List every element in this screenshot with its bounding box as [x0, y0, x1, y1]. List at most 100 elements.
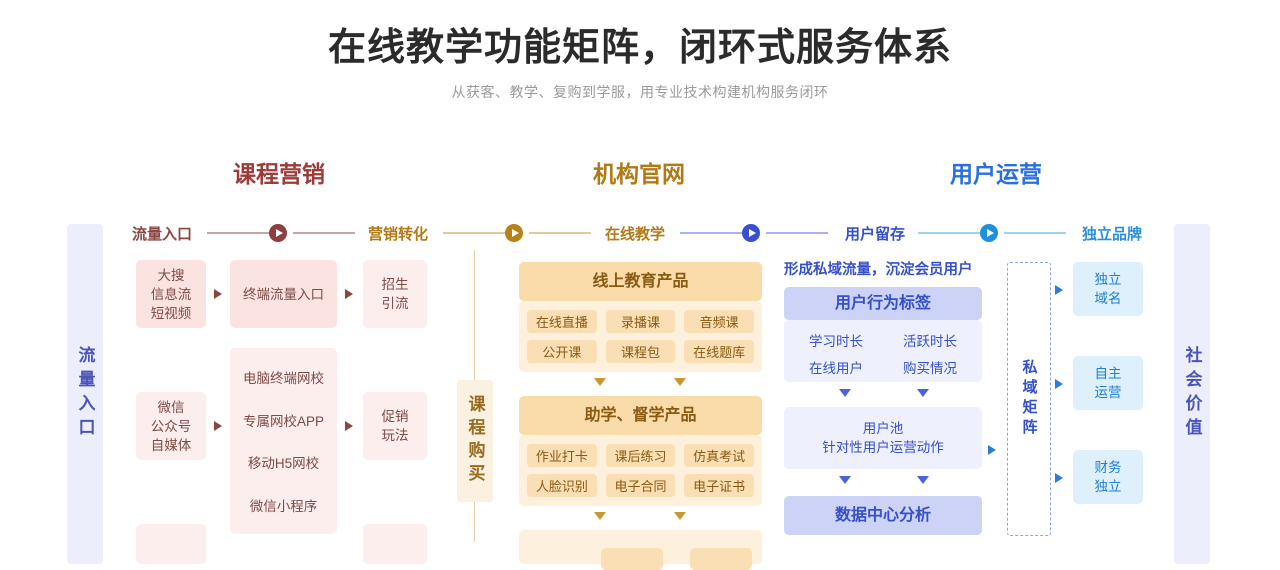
- channel-bottom-line-2: 公众号: [150, 418, 192, 434]
- flow-rail-4b: [1004, 232, 1066, 234]
- user-pool-subtitle: 针对性用户运营动作: [822, 440, 944, 455]
- page-subtitle: 从获客、教学、复购到学服，用专业技术构建机构服务闭环: [451, 84, 829, 100]
- arrow-right-icon-4: [345, 421, 353, 431]
- arrow-right-icon-2: [345, 289, 353, 299]
- chip-audio[interactable]: 音频课: [684, 310, 754, 333]
- chip-e-contract[interactable]: 电子合同: [605, 474, 676, 497]
- tag-group-behavior: 学习时长 活跃时长 在线用户 购买情况: [792, 329, 974, 378]
- chip-e-certificate[interactable]: 电子证书: [684, 474, 754, 497]
- arrow-right-icon-matrix: [988, 445, 996, 455]
- flow-node-icon-4: [980, 224, 998, 242]
- stage-header-website: 机构官网: [593, 161, 685, 187]
- flow-step-independent-brand: 独立品牌: [1082, 226, 1143, 243]
- flow-node-icon-1: [269, 224, 287, 242]
- card-data-center[interactable]: 数据中心分析: [784, 496, 982, 535]
- stage-header-marketing: 课程营销: [233, 161, 325, 187]
- card-behavior-tags-body: [784, 320, 982, 382]
- infographic-page: 在线教学功能矩阵，闭环式服务体系 从获客、教学、复购到学服，用专业技术构建机构服…: [67, 27, 1210, 570]
- enrollment-line-1: 招生: [381, 277, 409, 292]
- channel-bottom-line-3: 自媒体: [150, 437, 192, 453]
- chip-question-bank[interactable]: 在线题库: [684, 340, 754, 363]
- tag-study-duration[interactable]: 学习时长: [809, 334, 863, 349]
- flow-step-marketing-conversion: 营销转化: [368, 226, 429, 243]
- side-column-social-value: 社会价值: [1174, 224, 1210, 564]
- card-brand-operation[interactable]: 自主 运营: [1073, 356, 1143, 410]
- terminal-list-item-2: 专属网校APP: [242, 413, 324, 429]
- flow-step-user-retention: 用户留存: [845, 226, 906, 243]
- page-title: 在线教学功能矩阵，闭环式服务体系: [327, 27, 952, 69]
- chevron-down-icon-6: [917, 389, 929, 397]
- flow-node-icon-3: [742, 224, 760, 242]
- chip-extra-1[interactable]: [601, 548, 663, 570]
- terminal-list-item-1: 电脑终端网校: [243, 371, 324, 387]
- card-enrollment[interactable]: 招生 引流: [363, 260, 427, 328]
- card-channel-top[interactable]: 大搜 信息流 短视频: [136, 260, 206, 328]
- chevron-down-icon-1: [594, 378, 606, 386]
- channel-bottom-line-1: 微信: [157, 399, 185, 415]
- chevron-down-icon-3: [594, 512, 606, 520]
- dashed-box-private-domain-matrix: 私域矩阵: [1007, 262, 1051, 536]
- flow-node-icon-2: [505, 224, 523, 242]
- chevron-down-icon-8: [917, 476, 929, 484]
- flow-step-online-teaching: 在线教学: [605, 226, 666, 243]
- chip-extra-2[interactable]: [690, 548, 752, 570]
- chip-group-tutoring: 作业打卡 课后练习 仿真考试 人脸识别 电子合同 电子证书: [527, 444, 754, 497]
- operation-caption: 形成私域流量，沉淀会员用户: [784, 262, 973, 278]
- chip-face-recognition[interactable]: 人脸识别: [527, 474, 597, 497]
- card-terminal-entry[interactable]: 终端流量入口: [230, 260, 337, 328]
- tag-active-duration[interactable]: 活跃时长: [903, 334, 957, 349]
- chevron-down-icon-5: [839, 389, 851, 397]
- promotion-line-2: 玩法: [381, 428, 409, 443]
- arrow-right-icon-brand-3: [1055, 473, 1063, 483]
- card-promotion[interactable]: 促销 玩法: [363, 392, 427, 460]
- card-behavior-tags-title: 用户行为标签: [784, 287, 982, 320]
- chip-live[interactable]: 在线直播: [527, 310, 597, 333]
- flow-step-traffic-entry: 流量入口: [132, 226, 193, 243]
- chip-homework[interactable]: 作业打卡: [527, 444, 597, 467]
- enrollment-line-2: 引流: [381, 296, 409, 311]
- tag-online-users[interactable]: 在线用户: [809, 361, 863, 376]
- flow-rail-3b: [766, 232, 828, 234]
- arrow-right-icon-brand-1: [1055, 285, 1063, 295]
- stage-header-user-operation: 用户运营: [950, 161, 1042, 187]
- chip-mock-exam[interactable]: 仿真考试: [684, 444, 754, 467]
- brand-domain-line-2: 域名: [1094, 291, 1122, 306]
- arrow-right-icon-3: [214, 421, 222, 431]
- flow-rail-1a: [207, 232, 269, 234]
- flow-rail-4a: [918, 232, 980, 234]
- brand-operation-line-2: 运营: [1094, 385, 1122, 400]
- chip-recorded[interactable]: 录播课: [605, 310, 676, 333]
- card-user-pool[interactable]: 用户池 针对性用户运营动作: [784, 407, 982, 469]
- card-brand-domain[interactable]: 独立 域名: [1073, 262, 1143, 316]
- flow-rail-2a: [443, 232, 505, 234]
- channel-top-line-2: 信息流: [150, 286, 192, 302]
- flow-rail-3a: [680, 232, 742, 234]
- card-brand-finance[interactable]: 财务 独立: [1073, 450, 1143, 504]
- chip-group-education: 在线直播 录播课 音频课 公开课 课程包 在线题库: [527, 310, 754, 363]
- card-channel-bottom[interactable]: 微信 公众号 自媒体: [136, 392, 206, 460]
- brand-finance-line-1: 财务: [1094, 460, 1122, 475]
- chip-exercise[interactable]: 课后练习: [605, 444, 676, 467]
- terminal-list-item-3: 移动H5网校: [247, 456, 320, 472]
- card-channel-extra[interactable]: [136, 524, 206, 564]
- card-terminal-list[interactable]: 电脑终端网校 专属网校APP 移动H5网校 微信小程序: [230, 348, 337, 534]
- channel-top-line-1: 大搜: [157, 267, 185, 283]
- brand-domain-line-1: 独立: [1094, 272, 1122, 287]
- card-online-education-title: 线上教育产品: [519, 262, 762, 301]
- chevron-down-icon-4: [674, 512, 686, 520]
- arrow-right-icon-brand-2: [1055, 379, 1063, 389]
- chip-open-class[interactable]: 公开课: [527, 340, 597, 363]
- tag-purchase-status[interactable]: 购买情况: [903, 361, 957, 376]
- brand-operation-line-1: 自主: [1094, 366, 1122, 381]
- side-column-traffic-entry: 流量入口: [67, 224, 103, 564]
- side-column-course-purchase: 课程购买: [457, 380, 493, 502]
- chip-course-pack[interactable]: 课程包: [605, 340, 676, 363]
- promotion-line-1: 促销: [381, 409, 409, 424]
- card-tutoring-title: 助学、督学产品: [519, 396, 762, 435]
- card-conversion-extra[interactable]: [363, 524, 427, 564]
- arrow-right-icon-1: [214, 289, 222, 299]
- flow-rail-2b: [529, 232, 591, 234]
- channel-top-line-3: 短视频: [150, 305, 192, 321]
- chevron-down-icon-2: [674, 378, 686, 386]
- terminal-list-item-4: 微信小程序: [249, 498, 318, 514]
